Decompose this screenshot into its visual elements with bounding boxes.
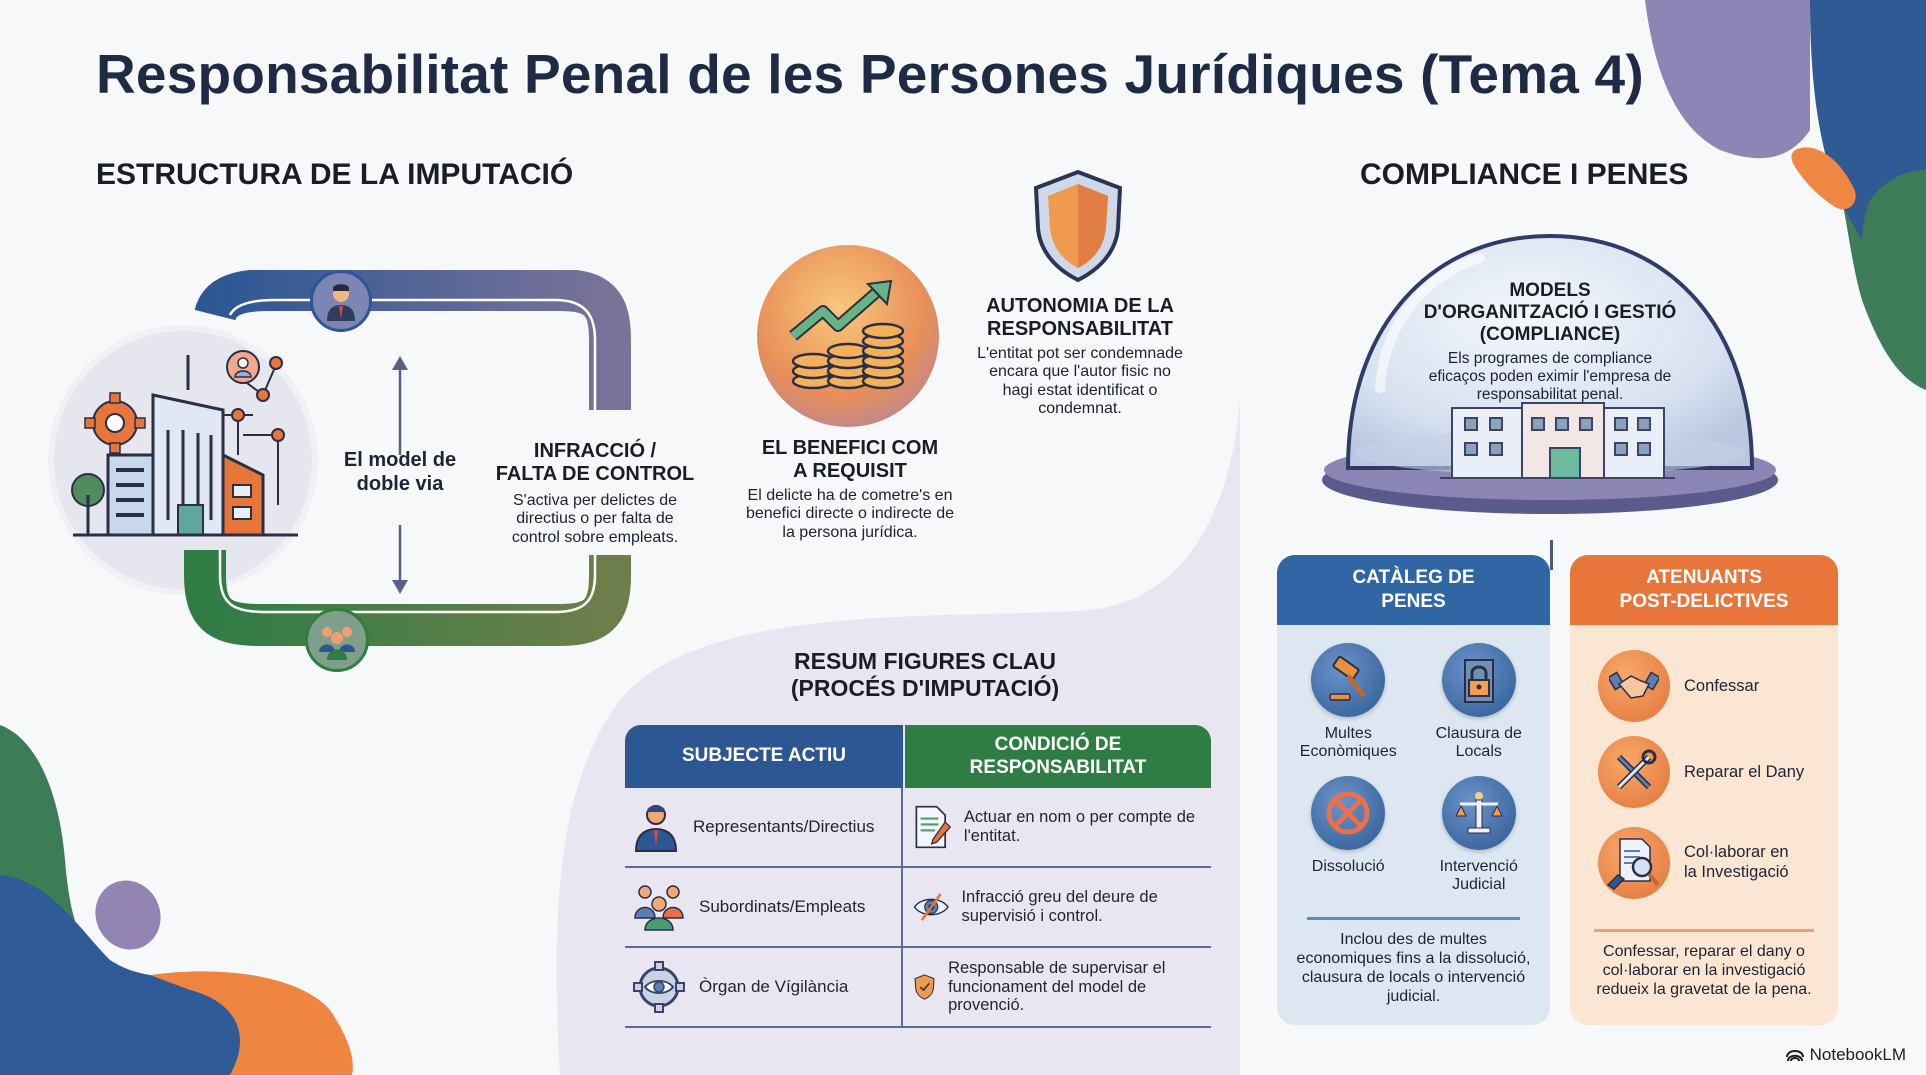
executive-icon <box>310 270 372 332</box>
autonomy-title-line1: AUTONOMIA DE LA <box>986 295 1174 317</box>
benefit-title-line2: A REQUISIT <box>793 460 907 482</box>
penalty-label-line2: Locals <box>1455 743 1502 761</box>
corporate-building-icon <box>71 350 298 537</box>
employees-group-icon <box>305 608 369 672</box>
infraction-title-line2: FALTA DE CONTROL <box>495 463 695 485</box>
penalty-item-judicial-intervention: Intervenció Judicial <box>1414 775 1545 895</box>
summary-heading: RESUM FIGURES CLAU (PROCÉS D'IMPUTACIÓ) <box>700 648 1150 702</box>
benefit-block: EL BENEFICI COM A REQUISIT El delicte ha… <box>730 437 970 542</box>
condition-text: Infracció greu del deure de supervisió i… <box>961 888 1158 925</box>
mitigating-item-repair: Reparar el Dany <box>1598 729 1838 815</box>
mitigating-label-line1: Col·laborar en <box>1684 843 1789 862</box>
dual-model-label: El model de doble via <box>343 449 457 495</box>
compliance-dome-illustration <box>1322 233 1778 514</box>
column-header-subject: SUBJECTE ACTIU <box>625 725 903 788</box>
section-heading-compliance: COMPLIANCE I PENES <box>1360 158 1689 191</box>
autonomy-title-line2: RESPONSABILITAT <box>987 318 1173 340</box>
mitigating-header-line1: ATENUANTS <box>1646 567 1762 589</box>
signed-document-icon <box>915 805 952 849</box>
shield-check-icon <box>914 974 935 1000</box>
condition-text: Actuar en nom o per compte de l'entitat. <box>963 808 1196 845</box>
penalty-label-line1: Dissolució <box>1311 857 1385 875</box>
benefit-coins-growth-icon <box>757 245 939 427</box>
penalty-item-dissolution: Dissolució <box>1283 775 1414 895</box>
section-heading-imputation: ESTRUCTURA DE LA IMPUTACIÓ <box>96 158 574 191</box>
summary-table: SUBJECTE ACTIU CONDICIÓ DE RESPONSABILIT… <box>625 725 1211 1028</box>
scales-icon <box>1441 775 1516 850</box>
mitigating-header-line2: POST-DELICTIVES <box>1619 591 1789 612</box>
notebooklm-logo-icon <box>1785 1050 1804 1062</box>
benefit-title-line1: EL BENEFICI COM <box>761 437 939 459</box>
table-row: Òrgan de Vígilància Responsable de super… <box>625 948 1211 1028</box>
mitigating-label: Confessar <box>1684 676 1760 695</box>
penalty-item-fines: Multes Econòmiques <box>1283 643 1414 762</box>
prohibited-icon <box>1311 775 1386 850</box>
gear-eye-icon <box>633 961 685 1013</box>
penalty-label-line2: Econòmiques <box>1299 743 1397 761</box>
top-track <box>184 270 631 646</box>
table-header: SUBJECTE ACTIU CONDICIÓ DE RESPONSABILIT… <box>625 725 1211 788</box>
compliance-body: Els programes de compliance eficaços pod… <box>1428 350 1672 403</box>
penalties-header-line2: PENES <box>1381 591 1446 612</box>
mitigating-item-collaborate: Col·laborar en la Investigació <box>1598 815 1838 911</box>
padlock-icon <box>1441 643 1516 717</box>
handshake-icon <box>1598 650 1670 722</box>
brand-label: NotebookLM <box>1809 1045 1906 1064</box>
tools-icon <box>1598 736 1670 808</box>
notebooklm-brand: NotebookLM <box>1785 1045 1906 1065</box>
summary-heading-line2: (PROCÉS D'IMPUTACIÓ) <box>790 675 1060 701</box>
penalty-label-line1: Intervenció <box>1439 857 1518 875</box>
autonomy-block: AUTONOMIA DE LA RESPONSABILITAT L'entita… <box>965 295 1195 419</box>
penalty-label-line1: Clausura de <box>1435 725 1522 742</box>
benefit-body: El delicte ha de cometre's en benefici d… <box>745 487 955 541</box>
compliance-title-line3: (COMPLIANCE) <box>1479 324 1621 345</box>
column-header-condition: CONDICIÓ DE RESPONSABILITAT <box>905 725 1211 788</box>
penalties-header-line1: CATÀLEG DE <box>1352 567 1475 589</box>
mitigating-label-line2: la Investigació <box>1684 863 1789 881</box>
penalty-label-line2: Judicial <box>1452 876 1506 894</box>
infraction-body: S'activa per delictes de directius o per… <box>511 492 679 546</box>
mitigating-label: Col·laborar en la Investigació <box>1684 843 1789 883</box>
mitigating-divider <box>1594 929 1814 932</box>
group-icon <box>634 885 684 931</box>
penalty-label-line1: Multes <box>1324 725 1372 742</box>
dual-track-diagram: El model de doble via INFRACCIÓ / FALTA … <box>40 270 720 672</box>
page-title: Responsabilitat Penal de les Persones Ju… <box>96 43 1644 105</box>
penalties-summary: Inclou des de multes economiques fins a … <box>1296 930 1531 1006</box>
compliance-title-line2: D'ORGANITZACIÓ I GESTIÓ <box>1423 302 1677 323</box>
compliance-block: MODELS D'ORGANITZACIÓ I GESTIÓ (COMPLIAN… <box>1395 280 1705 403</box>
shield-icon <box>1033 169 1123 283</box>
penalty-item-closure: Clausura de Locals <box>1414 643 1545 762</box>
infraction-block: INFRACCIÓ / FALTA DE CONTROL S'activa pe… <box>480 440 710 547</box>
subject-label: Representants/Directius <box>693 817 875 836</box>
magnifier-document-icon <box>1598 827 1670 899</box>
compliance-title-line1: MODELS <box>1509 280 1591 301</box>
subject-label: Subordinats/Empleats <box>699 897 866 916</box>
subject-label: Òrgan de Vígilància <box>699 977 849 996</box>
executive-icon <box>634 805 678 852</box>
mitigating-item-confess: Confessar <box>1598 643 1838 729</box>
condition-text: Responsable de supervisar el funcionamen… <box>948 958 1166 1015</box>
table-row: Subordinats/Empleats Infracció greu del … <box>625 868 1211 948</box>
dome-connector-line <box>1550 540 1553 570</box>
infraction-title-line1: INFRACCIÓ / <box>533 440 657 462</box>
gavel-icon <box>1311 643 1386 717</box>
autonomy-body: L'entitat pot ser condemnade encara que … <box>977 345 1183 418</box>
crossed-eye-icon <box>913 893 949 921</box>
mitigating-label: Reparar el Dany <box>1684 762 1805 781</box>
penalties-divider <box>1307 916 1520 920</box>
table-row: Representants/Directius Actuar en nom o … <box>625 788 1211 868</box>
summary-heading-line1: RESUM FIGURES CLAU <box>794 648 1056 674</box>
mitigating-summary: Confessar, reparar el dany o col·laborar… <box>1596 943 1812 999</box>
